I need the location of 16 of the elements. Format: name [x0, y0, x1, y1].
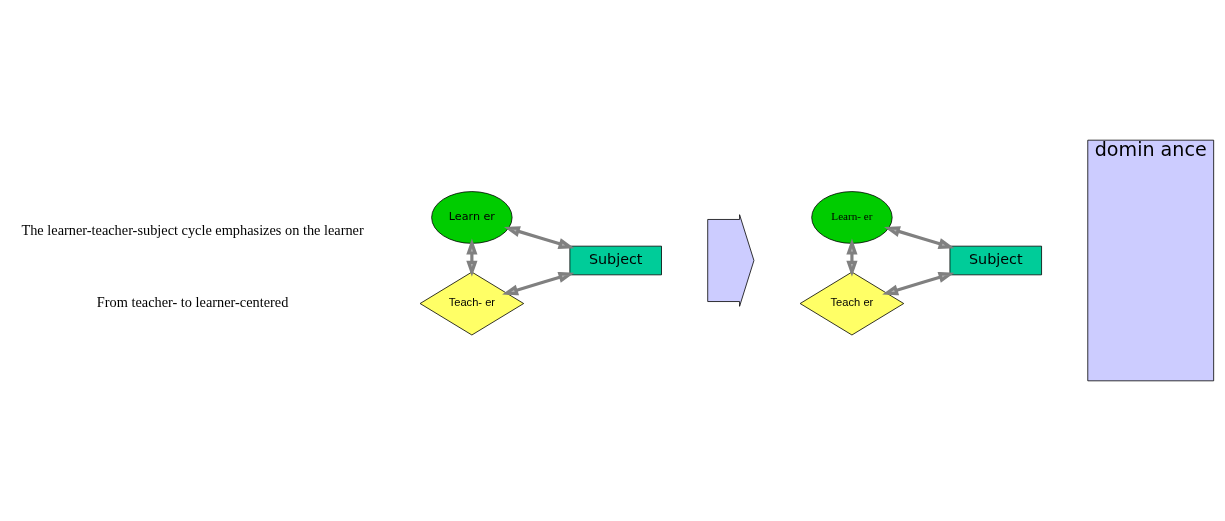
node-ellipse: Learn er: [431, 191, 513, 244]
node-box: Subject: [949, 245, 1042, 276]
arrow: [466, 238, 478, 277]
label: The learner-teacher-subject cycle emphasizes on the learner: [21, 222, 364, 239]
arrow: [882, 272, 955, 296]
arrow: [884, 226, 955, 249]
node-arrow: [707, 214, 755, 307]
label: From teacher- to learner-centered: [96, 294, 289, 311]
node-diamond: Teach er: [799, 271, 905, 336]
arrow: [502, 272, 575, 296]
arrow: [503, 226, 575, 249]
node-ellipse: Learn- er: [811, 191, 893, 244]
arrow: [846, 238, 858, 277]
node-box: Subject: [569, 245, 662, 276]
node-box: domin ance: [1087, 139, 1215, 382]
node-diamond: Teach- er: [419, 271, 525, 336]
